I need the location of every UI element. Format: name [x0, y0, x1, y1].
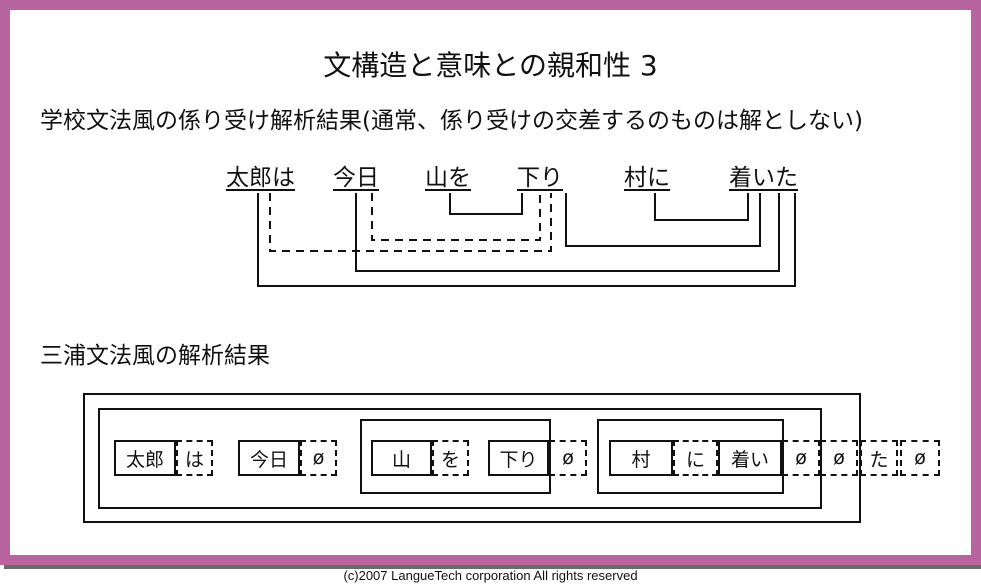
- school-grammar-heading: 学校文法風の係り受け解析結果(通常、係り受けの交差するのものは解としない): [40, 108, 863, 134]
- link-kyou-tsuita: [355, 193, 780, 272]
- box-wa: は: [176, 440, 213, 476]
- link-mura-tsuita: [654, 193, 749, 221]
- link-kyou-kudari-dashed: [371, 193, 541, 241]
- box-null-2: ø: [549, 440, 587, 476]
- box-null-4: ø: [820, 440, 858, 476]
- copyright-footer: (c)2007 LangueTech corporation All right…: [343, 568, 638, 583]
- miura-grammar-heading: 三浦文法風の解析結果: [40, 343, 270, 369]
- box-yama: 山: [371, 440, 432, 476]
- link-kudari-tsuita: [565, 193, 761, 247]
- box-ta: た: [860, 440, 898, 476]
- box-taro: 太郎: [114, 440, 176, 476]
- link-yama-kudari: [449, 193, 523, 215]
- word-tsuita: 着いた: [729, 165, 798, 191]
- word-mura-ni: 村に: [624, 165, 670, 191]
- link-taro-kudari-dashed: [269, 193, 552, 252]
- box-kudari: 下り: [488, 440, 549, 476]
- box-null-3: ø: [782, 440, 820, 476]
- link-taro-tsuita: [257, 193, 796, 287]
- word-taro-wa: 太郎は: [226, 165, 295, 191]
- word-yama-wo: 山を: [425, 165, 471, 191]
- box-null-1: ø: [300, 440, 337, 476]
- box-tsui: 着い: [718, 440, 782, 476]
- box-kyou: 今日: [238, 440, 300, 476]
- box-mura: 村: [609, 440, 673, 476]
- slide-title: 文構造と意味との親和性 3: [323, 49, 658, 82]
- slide-frame: [0, 0, 981, 565]
- word-kudari: 下り: [517, 165, 563, 191]
- box-wo: を: [432, 440, 469, 476]
- box-ni: に: [673, 440, 718, 476]
- word-kyou: 今日: [333, 165, 379, 191]
- box-null-5: ø: [900, 440, 940, 476]
